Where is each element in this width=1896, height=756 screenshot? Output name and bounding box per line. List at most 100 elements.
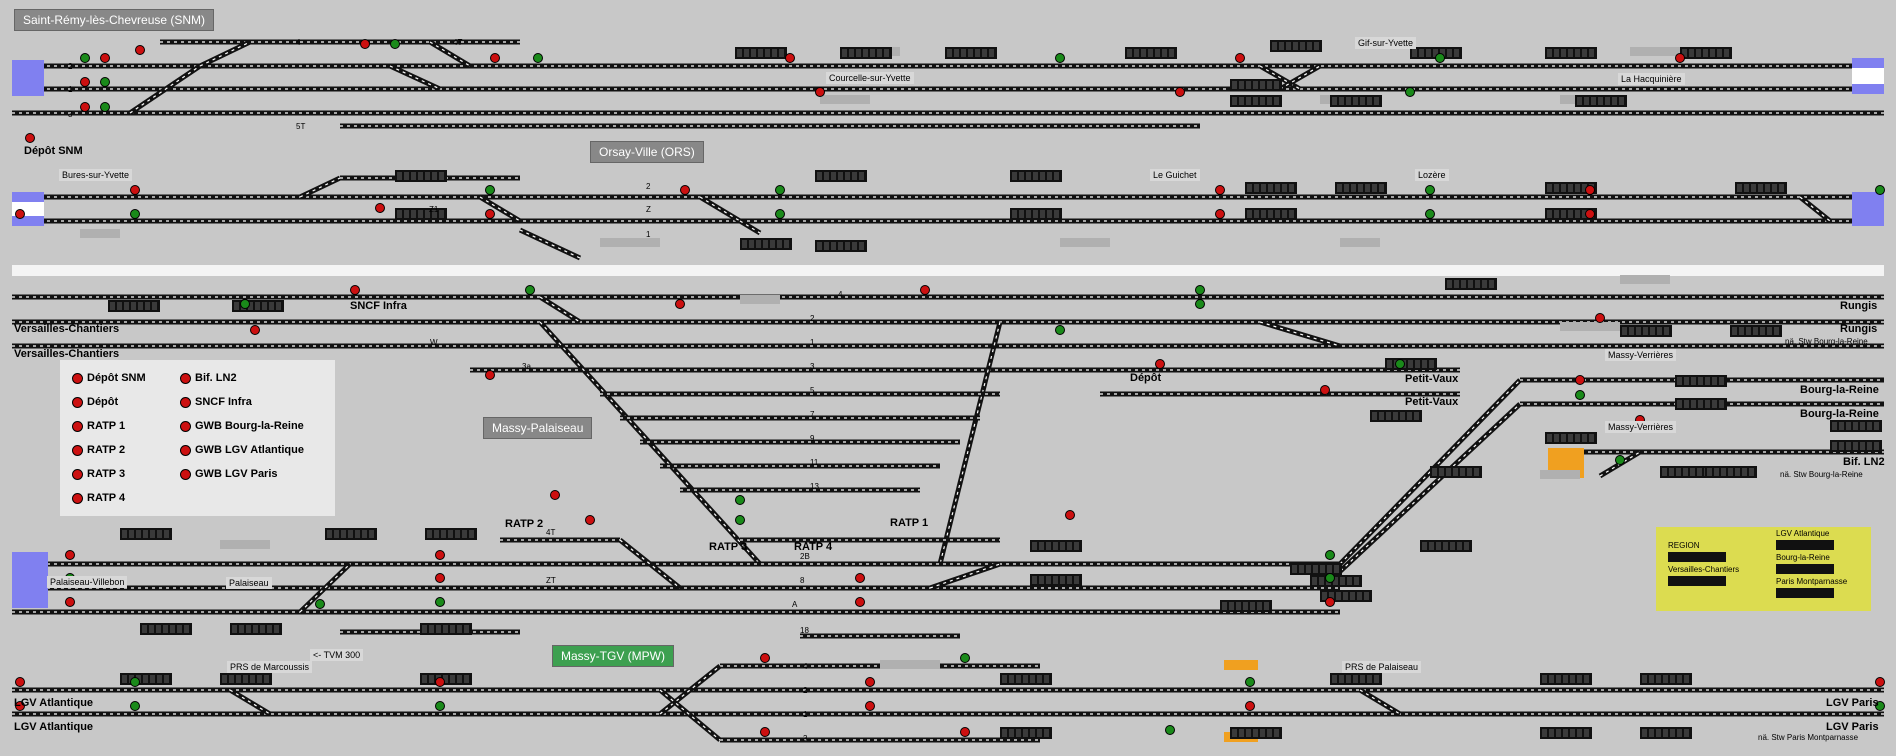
signal[interactable] [130,185,140,195]
station-ratp3[interactable]: RATP 3 [709,541,748,553]
signal[interactable] [130,209,140,219]
signal[interactable] [1395,359,1405,369]
signal[interactable] [15,209,25,219]
signal[interactable] [1675,53,1685,63]
signal[interactable] [1875,677,1885,687]
signal[interactable] [920,285,930,295]
signal[interactable] [1615,455,1625,465]
signal[interactable] [735,515,745,525]
signal[interactable] [1425,185,1435,195]
signal[interactable] [435,677,445,687]
signal[interactable] [1325,550,1335,560]
signal[interactable] [865,701,875,711]
station-lgv-paris-1[interactable]: LGV Paris [1826,697,1879,709]
signal[interactable] [1065,510,1075,520]
signal[interactable] [1875,701,1885,711]
legend-item-ratp1[interactable]: RATP 1 [72,420,125,432]
station-petit-vaux-2[interactable]: Petit-Vaux [1405,396,1459,408]
signal[interactable] [760,727,770,737]
signal[interactable] [390,39,400,49]
signal[interactable] [1435,53,1445,63]
signal[interactable] [1585,209,1595,219]
signal[interactable] [1245,677,1255,687]
signal[interactable] [1575,375,1585,385]
signal[interactable] [675,299,685,309]
signal[interactable] [1425,209,1435,219]
signal[interactable] [80,77,90,87]
signal[interactable] [100,102,110,112]
signal[interactable] [550,490,560,500]
signal[interactable] [485,370,495,380]
signal[interactable] [865,677,875,687]
signal[interactable] [490,53,500,63]
signal[interactable] [65,550,75,560]
station-versailles-1[interactable]: Versailles-Chantiers [14,323,120,335]
signal[interactable] [1195,299,1205,309]
station-sncf-infra[interactable]: SNCF Infra [350,300,407,312]
signal[interactable] [735,495,745,505]
station-versailles-2[interactable]: Versailles-Chantiers [14,348,120,360]
signal[interactable] [1245,701,1255,711]
signal[interactable] [1055,325,1065,335]
signal[interactable] [25,133,35,143]
station-bourg-1[interactable]: Bourg-la-Reine [1800,384,1879,396]
signal[interactable] [1325,597,1335,607]
signal[interactable] [1165,725,1175,735]
signal[interactable] [130,701,140,711]
signal[interactable] [1155,359,1165,369]
signal[interactable] [130,677,140,687]
signal[interactable] [250,325,260,335]
station-petit-vaux-1[interactable]: Petit-Vaux [1405,373,1459,385]
signal[interactable] [1215,185,1225,195]
legend-item-gwb-lgv-paris[interactable]: GWB LGV Paris [180,468,278,480]
signal[interactable] [15,677,25,687]
signal[interactable] [1325,573,1335,583]
signal[interactable] [485,209,495,219]
signal[interactable] [315,599,325,609]
signal[interactable] [775,185,785,195]
station-depot-snm[interactable]: Dépôt SNM [24,145,83,157]
signal[interactable] [360,39,370,49]
signal[interactable] [80,102,90,112]
legend-item-depot-snm[interactable]: Dépôt SNM [72,372,146,384]
signal[interactable] [815,87,825,97]
station-lgv-atlantique-2[interactable]: LGV Atlantique [14,721,94,733]
signal[interactable] [100,53,110,63]
station-lgv-paris-2[interactable]: LGV Paris [1826,721,1879,733]
signal[interactable] [435,550,445,560]
signal[interactable] [1175,87,1185,97]
signal[interactable] [1585,185,1595,195]
signal[interactable] [15,701,25,711]
signal[interactable] [350,285,360,295]
signal[interactable] [785,53,795,63]
signal[interactable] [1055,53,1065,63]
legend-item-ratp3[interactable]: RATP 3 [72,468,125,480]
signal[interactable] [435,701,445,711]
signal[interactable] [585,515,595,525]
station-depot[interactable]: Dépôt [1130,372,1162,384]
signal[interactable] [525,285,535,295]
signal[interactable] [533,53,543,63]
signal[interactable] [1405,87,1415,97]
signal[interactable] [435,573,445,583]
signal[interactable] [65,597,75,607]
signal[interactable] [375,203,385,213]
station-ratp1[interactable]: RATP 1 [890,517,929,529]
legend-item-gwb-lgv-atl[interactable]: GWB LGV Atlantique [180,444,304,456]
station-lgv-atlantique-1[interactable]: LGV Atlantique [14,697,94,709]
station-rungis-1[interactable]: Rungis [1840,300,1878,312]
signal[interactable] [760,653,770,663]
signal[interactable] [435,597,445,607]
signal[interactable] [960,727,970,737]
signal[interactable] [135,45,145,55]
signal[interactable] [855,573,865,583]
legend-item-bif-ln2[interactable]: Bif. LN2 [180,372,237,384]
legend-item-gwb-bourg[interactable]: GWB Bourg-la-Reine [180,420,304,432]
signal[interactable] [1575,390,1585,400]
legend-item-ratp2[interactable]: RATP 2 [72,444,125,456]
signal[interactable] [1215,209,1225,219]
signal[interactable] [775,209,785,219]
signal[interactable] [80,53,90,63]
signal[interactable] [960,653,970,663]
signal[interactable] [1195,285,1205,295]
